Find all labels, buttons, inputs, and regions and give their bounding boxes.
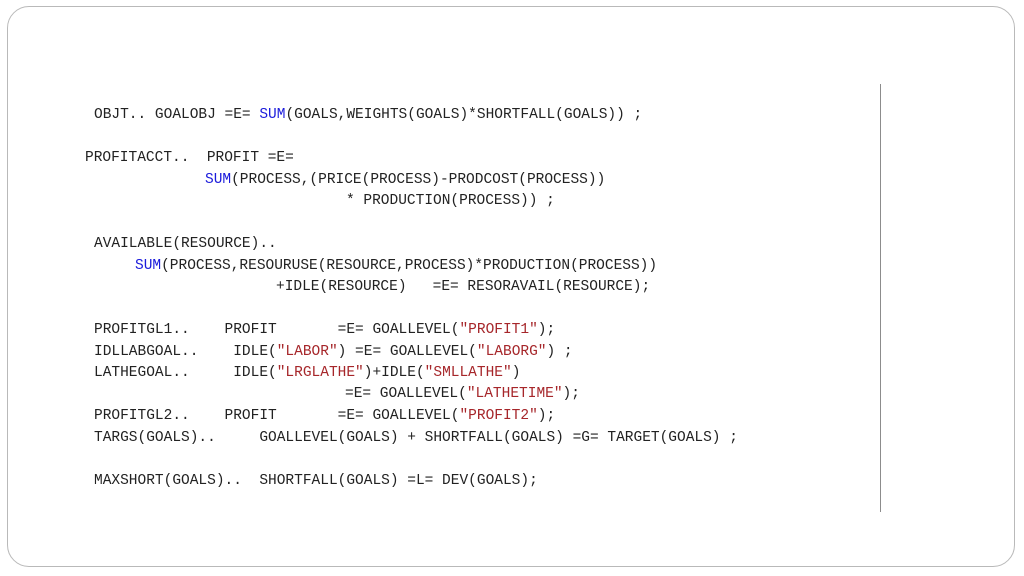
code-text: (GOALS,WEIGHTS(GOALS)*SHORTFALL(GOALS)) … [285,107,643,123]
vertical-divider [880,84,881,512]
code-line-objt: OBJT.. GOALOBJ =E= SUM(GOALS,WEIGHTS(GOA… [94,106,642,124]
code-line-maxshort: MAXSHORT(GOALS).. SHORTFALL(GOALS) =L= D… [94,472,538,490]
code-text: TARGS(GOALS).. GOALLEVEL(GOALS) + SHORTF… [94,430,738,446]
code-line-targs: TARGS(GOALS).. GOALLEVEL(GOALS) + SHORTF… [94,429,738,447]
code-line-profitacct: PROFITACCT.. PROFIT =E= [85,149,294,167]
code-string: "PROFIT1" [459,322,538,338]
code-text: PROFITGL1.. PROFIT =E= GOALLEVEL( [94,322,460,338]
code-line-profitacct-production: * PRODUCTION(PROCESS)) ; [346,192,555,210]
code-text: ); [537,322,556,338]
code-string: "PROFIT2" [459,408,538,424]
code-line-profitgl1: PROFITGL1.. PROFIT =E= GOALLEVEL("PROFIT… [94,321,555,339]
code-keyword: SUM [205,172,232,188]
slide-frame [7,6,1015,567]
code-line-profitgl2: PROFITGL2.. PROFIT =E= GOALLEVEL("PROFIT… [94,407,555,425]
code-text: =E= GOALLEVEL( [345,386,467,402]
code-text: ) =E= GOALLEVEL( [337,344,477,360]
code-line-lathegoal: LATHEGOAL.. IDLE("LRGLATHE")+IDLE("SMLLA… [94,364,520,382]
code-line-profitacct-sum: SUM(PROCESS,(PRICE(PROCESS)-PRODCOST(PRO… [205,171,605,189]
code-text: PROFITGL2.. PROFIT =E= GOALLEVEL( [94,408,460,424]
code-text: LATHEGOAL.. IDLE( [94,365,277,381]
code-text: PROFITACCT.. PROFIT =E= [85,150,294,166]
code-text: OBJT.. GOALOBJ =E= [94,107,260,123]
code-string: "LABOR" [276,344,338,360]
code-text: ); [537,408,556,424]
code-text: ) ; [546,344,573,360]
code-text: ); [562,386,580,402]
code-line-lathegoal-level: =E= GOALLEVEL("LATHETIME"); [345,385,580,403]
code-string: "LATHETIME" [466,386,563,402]
code-string: "SMLLATHE" [424,365,512,381]
code-line-available: AVAILABLE(RESOURCE).. [94,235,277,253]
code-line-available-sum: SUM(PROCESS,RESOURUSE(RESOURCE,PROCESS)*… [135,257,657,275]
code-text: (PROCESS,RESOURUSE(RESOURCE,PROCESS)*PRO… [161,258,658,274]
code-text: MAXSHORT(GOALS).. SHORTFALL(GOALS) =L= D… [94,473,538,489]
code-text: * PRODUCTION(PROCESS)) ; [346,193,555,209]
code-string: "LRGLATHE" [276,365,364,381]
code-text: AVAILABLE(RESOURCE).. [94,236,277,252]
code-text: ) [511,365,521,381]
code-keyword: SUM [259,107,286,123]
code-text: (PROCESS,(PRICE(PROCESS)-PRODCOST(PROCES… [231,172,606,188]
code-keyword: SUM [135,258,162,274]
code-text: IDLLABGOAL.. IDLE( [94,344,277,360]
code-line-idllabgoal: IDLLABGOAL.. IDLE("LABOR") =E= GOALLEVEL… [94,343,573,361]
code-line-available-idle: +IDLE(RESOURCE) =E= RESORAVAIL(RESOURCE)… [276,278,650,296]
code-text: )+IDLE( [363,365,425,381]
code-string: "LABORG" [476,344,547,360]
code-text: +IDLE(RESOURCE) =E= RESORAVAIL(RESOURCE)… [276,279,651,295]
